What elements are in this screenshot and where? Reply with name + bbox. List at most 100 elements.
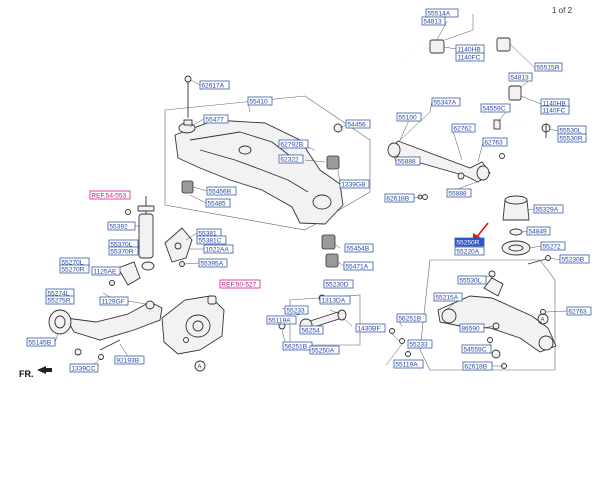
part-label-l56251b_low[interactable]: 56251B: [396, 313, 427, 323]
part-label-l55514a[interactable]: 55514A: [425, 8, 459, 18]
part-label-text: 55272: [542, 243, 561, 250]
part-label-text: 62617A: [201, 82, 224, 89]
part-label-l55410[interactable]: 55410: [247, 96, 273, 106]
part-label-text: 62762: [453, 125, 472, 132]
part-label-l1313da[interactable]: 1313DA: [319, 295, 351, 305]
part-label-box: [559, 254, 590, 264]
part-label-l55347a[interactable]: 55347A: [431, 97, 461, 107]
ref-label-ref1[interactable]: REF.54-553: [89, 190, 131, 200]
part-label-l55471a[interactable]: 55471A: [343, 261, 374, 271]
part-label-l54559c_low[interactable]: 54559C: [461, 344, 492, 354]
part-label-l1140hb_top[interactable]: 1140HB: [455, 44, 485, 54]
ref-label-ref2[interactable]: REF.50-527: [219, 279, 261, 289]
part-label-l55454b[interactable]: 55454B: [344, 243, 374, 253]
part-label-l1125ae[interactable]: 1125AE: [91, 266, 121, 276]
part-label-l55100[interactable]: 55100: [396, 112, 422, 122]
part-label-text: 55145B: [28, 339, 51, 346]
part-label-l55392[interactable]: 55392: [107, 221, 136, 231]
part-label-l55119a_mid[interactable]: 55119A: [266, 315, 297, 325]
part-label-box: [566, 306, 592, 316]
part-label-l55119a_low[interactable]: 55119A: [393, 359, 424, 369]
part-label-text: 55477: [205, 116, 224, 123]
part-label-text: 55230D: [325, 281, 348, 288]
part-label-l54559c_r[interactable]: 54559C: [480, 103, 511, 113]
part-label-l55477[interactable]: 55477: [203, 114, 229, 124]
part-label-l54813b[interactable]: 54813: [508, 72, 533, 82]
part-label-l55272[interactable]: 55272: [540, 241, 566, 251]
part-label-l1140fc_top[interactable]: 1140FC: [455, 52, 485, 62]
part-label-text: 54849: [528, 228, 547, 235]
part-label-l55233a[interactable]: 55233: [284, 305, 309, 315]
part-label-box: [203, 114, 229, 124]
part-label-box: [526, 226, 551, 236]
part-label-box: [108, 246, 139, 256]
part-label-text: 62763: [484, 139, 503, 146]
part-label-l62617a[interactable]: 62617A: [199, 80, 230, 90]
part-label-l62763[interactable]: 62763: [482, 137, 508, 147]
part-label-l1129gf[interactable]: 1129GF: [99, 296, 129, 306]
part-label-text: 55119A: [395, 361, 418, 368]
part-label-box: [454, 246, 485, 256]
part-label-l54456[interactable]: 54456: [345, 119, 371, 129]
part-label-text: 1125AE: [93, 268, 117, 275]
part-label-l55485[interactable]: 55485: [205, 198, 231, 208]
part-label-text: 62618B: [464, 363, 487, 370]
part-label-text: 62618B: [386, 195, 409, 202]
trailing-arm: [48, 261, 163, 356]
part-label-l62322[interactable]: 62322: [278, 154, 304, 164]
part-label-l55515r[interactable]: 55515R: [534, 62, 563, 72]
part-label-l55530l[interactable]: 55530L: [557, 125, 587, 135]
part-label-l55215a[interactable]: 55215A: [433, 292, 463, 302]
part-label-l62792b[interactable]: 62792B: [278, 139, 309, 149]
rear-knuckle: A: [161, 295, 225, 372]
part-label-l55145b[interactable]: 55145B: [26, 337, 56, 347]
part-label-l55456b[interactable]: 55456B: [206, 186, 237, 196]
part-label-l62618b_mid[interactable]: 62618B: [384, 193, 415, 203]
part-label-l55888a[interactable]: 55888: [395, 156, 421, 166]
part-label-text: 55471A: [345, 263, 368, 270]
part-label-l55370r[interactable]: 55370R: [108, 246, 139, 256]
part-label-l55381c[interactable]: 55381C: [196, 235, 227, 245]
part-label-l1430bf[interactable]: 1430BF: [355, 323, 386, 333]
part-label-text: 55233: [286, 307, 305, 314]
part-label-text: 55215A: [435, 294, 458, 301]
part-label-l55233b[interactable]: 55233: [407, 339, 433, 349]
part-label-l86590[interactable]: 86590: [459, 323, 485, 333]
part-label-l56254[interactable]: 56254: [299, 325, 324, 335]
part-label-l55220a[interactable]: 55220A: [454, 246, 485, 256]
part-label-l1339cc[interactable]: 1339CC: [69, 363, 99, 373]
part-label-l54813a[interactable]: 54813: [421, 16, 446, 26]
spring-pad-group: [501, 195, 551, 265]
part-label-box: [344, 243, 374, 253]
part-label-l55270r[interactable]: 55270R: [59, 264, 90, 274]
part-label-box: [431, 97, 461, 107]
part-label-l1022aa[interactable]: 1022AA: [203, 244, 234, 254]
part-label-l55275r[interactable]: 55275R: [45, 295, 75, 305]
part-label-l55250r[interactable]: 55250R: [454, 237, 485, 247]
part-label-l55888b[interactable]: 55888: [446, 188, 472, 198]
part-label-box: [319, 295, 351, 305]
part-label-l1140fc_r[interactable]: 1140FC: [540, 105, 570, 115]
part-label-l55230b[interactable]: 55230B: [559, 254, 590, 264]
part-label-l62763_low[interactable]: 62763: [566, 306, 592, 316]
part-label-text: 1140HB: [542, 100, 566, 107]
part-label-l55530l_low[interactable]: 55530L: [457, 275, 487, 285]
part-label-l1339gb[interactable]: 1339GB: [339, 179, 370, 189]
part-label-box: [309, 345, 340, 355]
part-label-text: 62322: [280, 156, 299, 163]
part-label-text: 55888: [397, 158, 416, 165]
part-label-l55250a[interactable]: 55250A: [309, 345, 340, 355]
part-label-box: [247, 96, 273, 106]
upper-control-arm: [387, 140, 491, 200]
part-label-l62618b_low[interactable]: 62618B: [462, 361, 493, 371]
part-label-l55329a[interactable]: 55329A: [533, 204, 564, 214]
part-label-l62762[interactable]: 62762: [451, 123, 476, 133]
part-label-l92193b[interactable]: 92193B: [114, 355, 145, 365]
part-label-l55530r[interactable]: 55530R: [557, 133, 587, 143]
part-label-l55230d[interactable]: 55230D: [323, 279, 354, 289]
part-label-l54849[interactable]: 54849: [526, 226, 551, 236]
part-label-l56251b_mid[interactable]: 56251B: [282, 341, 313, 351]
callout-a-text: A: [198, 364, 202, 370]
part-label-l55395a[interactable]: 55395A: [198, 258, 228, 268]
part-label-box: [278, 139, 309, 149]
